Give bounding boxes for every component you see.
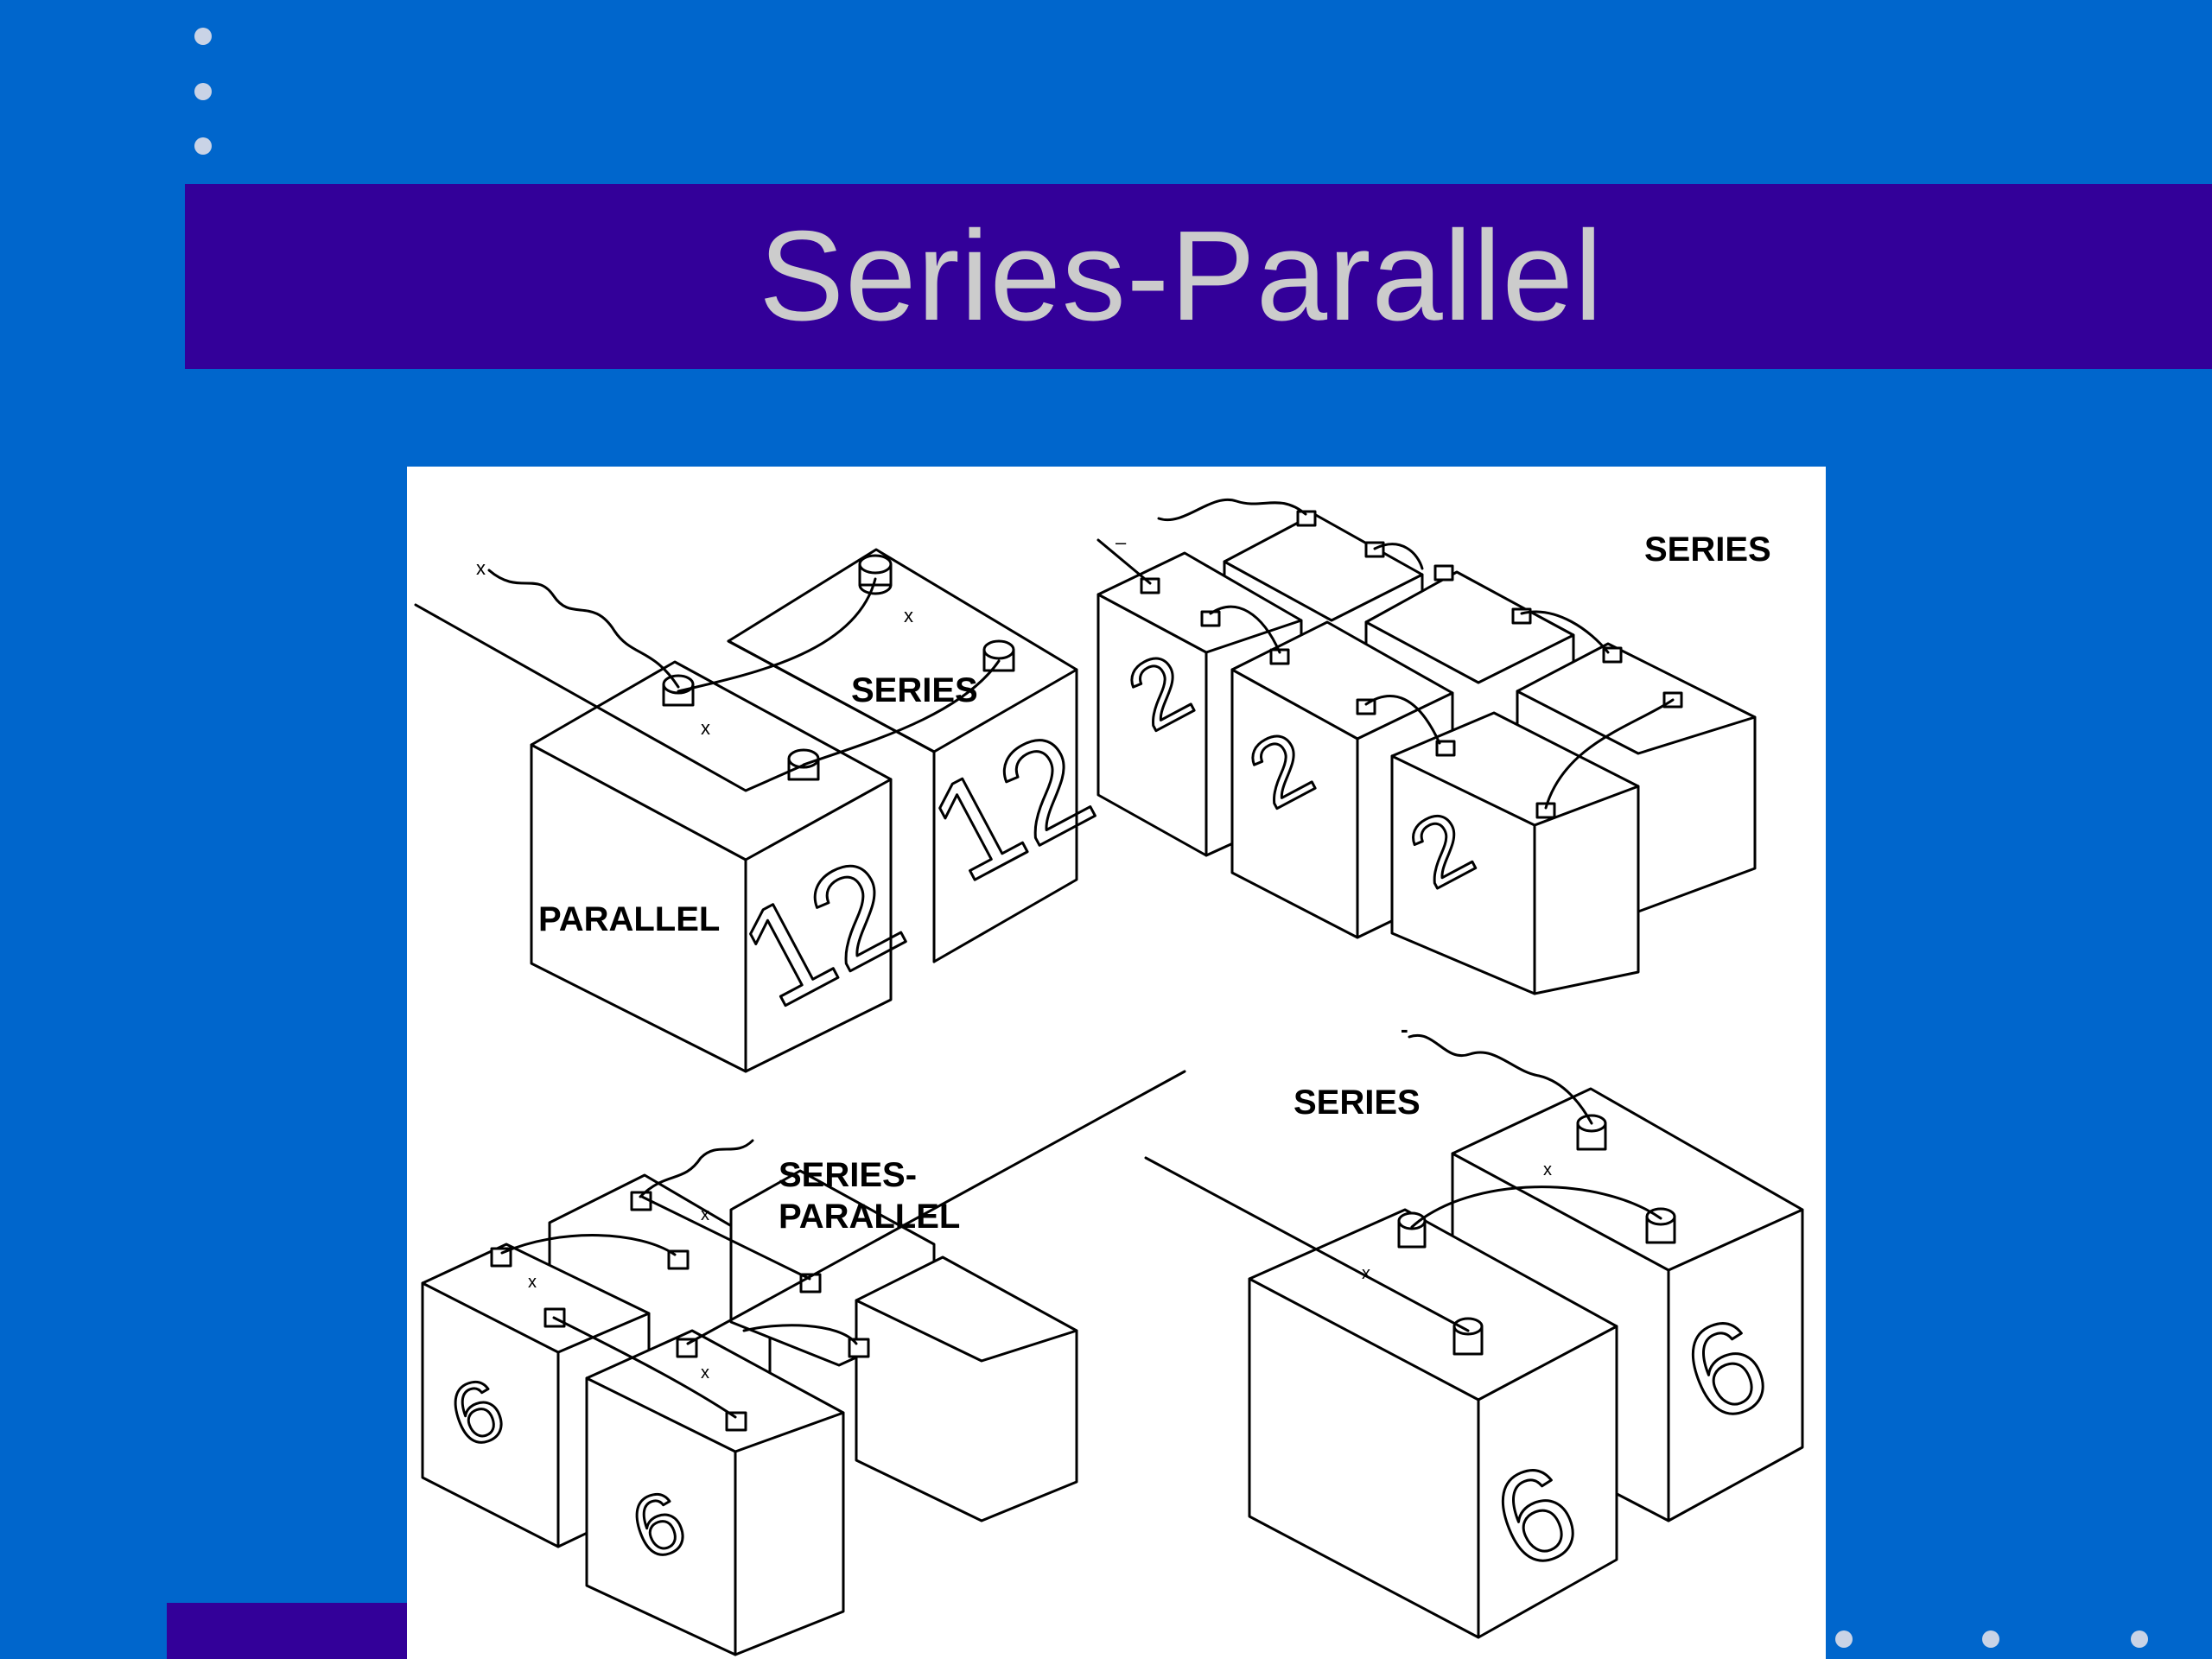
svg-text:x: x bbox=[528, 1273, 537, 1292]
svg-text:–: – bbox=[1116, 531, 1127, 553]
bottom-accent-band bbox=[167, 1603, 426, 1659]
label-series-bottom-right: SERIES bbox=[1294, 1084, 1421, 1122]
title-band: Series-Parallel bbox=[185, 184, 2212, 369]
battery-wiring-figure: x x x bbox=[407, 467, 1826, 1659]
group-parallel-12v: x x x bbox=[414, 548, 1078, 1073]
svg-text:-: - bbox=[1401, 1016, 1408, 1042]
slide-title: Series-Parallel bbox=[759, 205, 1604, 347]
group-series-6v: - x x bbox=[1144, 1016, 1804, 1639]
battery-6-front-b bbox=[585, 1329, 845, 1656]
battery-diagram: x x x bbox=[414, 498, 1804, 1656]
svg-text:x: x bbox=[701, 1205, 709, 1224]
label-series-top-right: SERIES bbox=[1644, 531, 1771, 569]
label-parallel: PARALLEL bbox=[538, 900, 721, 938]
battery-2-front-c bbox=[1390, 711, 1640, 995]
decor-dot bbox=[1835, 1630, 1853, 1648]
group-series-2v: – bbox=[1096, 498, 1757, 995]
label-series-top-left: SERIES bbox=[851, 671, 978, 709]
svg-text:x: x bbox=[701, 1363, 709, 1382]
terminals bbox=[490, 1191, 870, 1432]
decor-dot bbox=[2131, 1630, 2148, 1648]
svg-text:x: x bbox=[701, 717, 710, 739]
svg-text:x: x bbox=[1362, 1264, 1370, 1283]
group-series-parallel-6v: x x x bbox=[421, 1070, 1186, 1656]
svg-text:x: x bbox=[904, 605, 913, 626]
decor-dot bbox=[194, 83, 212, 100]
battery-6-front bbox=[1248, 1208, 1618, 1639]
decor-dot bbox=[194, 137, 212, 155]
battery-6-back-c bbox=[855, 1255, 1078, 1522]
svg-text:x: x bbox=[1543, 1160, 1552, 1179]
label-series-parallel: SERIES- PARALLEL bbox=[779, 1156, 961, 1236]
svg-text:x: x bbox=[476, 557, 486, 579]
decor-dot bbox=[194, 28, 212, 45]
decor-dot bbox=[1982, 1630, 1999, 1648]
